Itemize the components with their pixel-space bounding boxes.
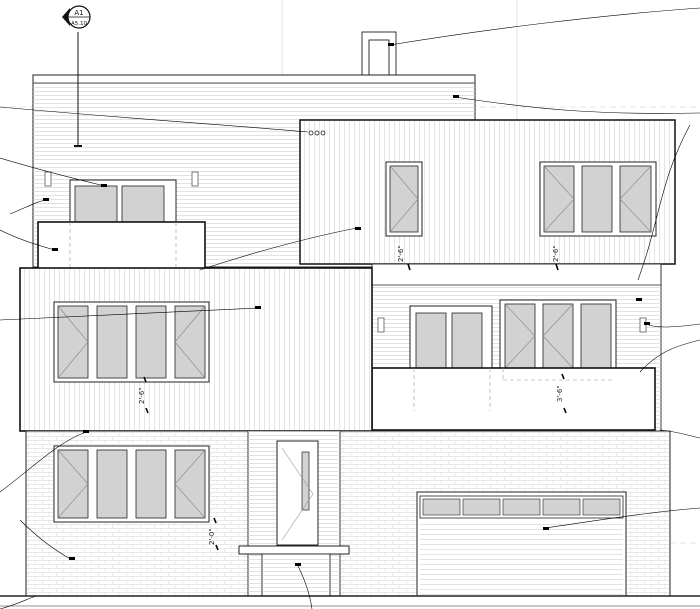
section-tag-sheet: A5.10 bbox=[71, 21, 88, 27]
leader-lines bbox=[0, 7, 700, 609]
section-reference-tag: A1 A5.10 bbox=[62, 5, 91, 147]
front-entry-door bbox=[276, 440, 319, 546]
wall-light-icon bbox=[44, 171, 52, 187]
dimension-ticks bbox=[143, 263, 567, 551]
window-upper-single bbox=[385, 161, 423, 237]
vent-icon bbox=[308, 130, 326, 136]
dimension-upper-left-sill: 2'-6" bbox=[397, 245, 405, 262]
dimension-middle-right-railing: 3'-6" bbox=[556, 385, 564, 402]
dimension-upper-right-sill: 2'-6" bbox=[552, 245, 560, 262]
garage-door bbox=[416, 491, 627, 597]
middle-right-openings bbox=[409, 299, 617, 373]
grade-line bbox=[0, 595, 700, 607]
section-arrow-icon bbox=[62, 8, 70, 26]
middle-left-box bbox=[19, 267, 373, 432]
wall-light-icon bbox=[191, 171, 199, 187]
leader-markers bbox=[43, 43, 650, 566]
window-upper-triple bbox=[539, 161, 657, 237]
section-tag-number: A1 bbox=[74, 9, 83, 17]
upper-right-windows bbox=[385, 161, 657, 237]
dimension-middle-left-sill: 2'-6" bbox=[138, 387, 146, 404]
ground-floor-windows bbox=[53, 445, 210, 523]
middle-balcony-parapet bbox=[371, 367, 656, 431]
wall-light-icon bbox=[377, 317, 385, 333]
chimney bbox=[361, 31, 397, 77]
dimension-lower-left-sill: 2'-0" bbox=[208, 528, 216, 545]
